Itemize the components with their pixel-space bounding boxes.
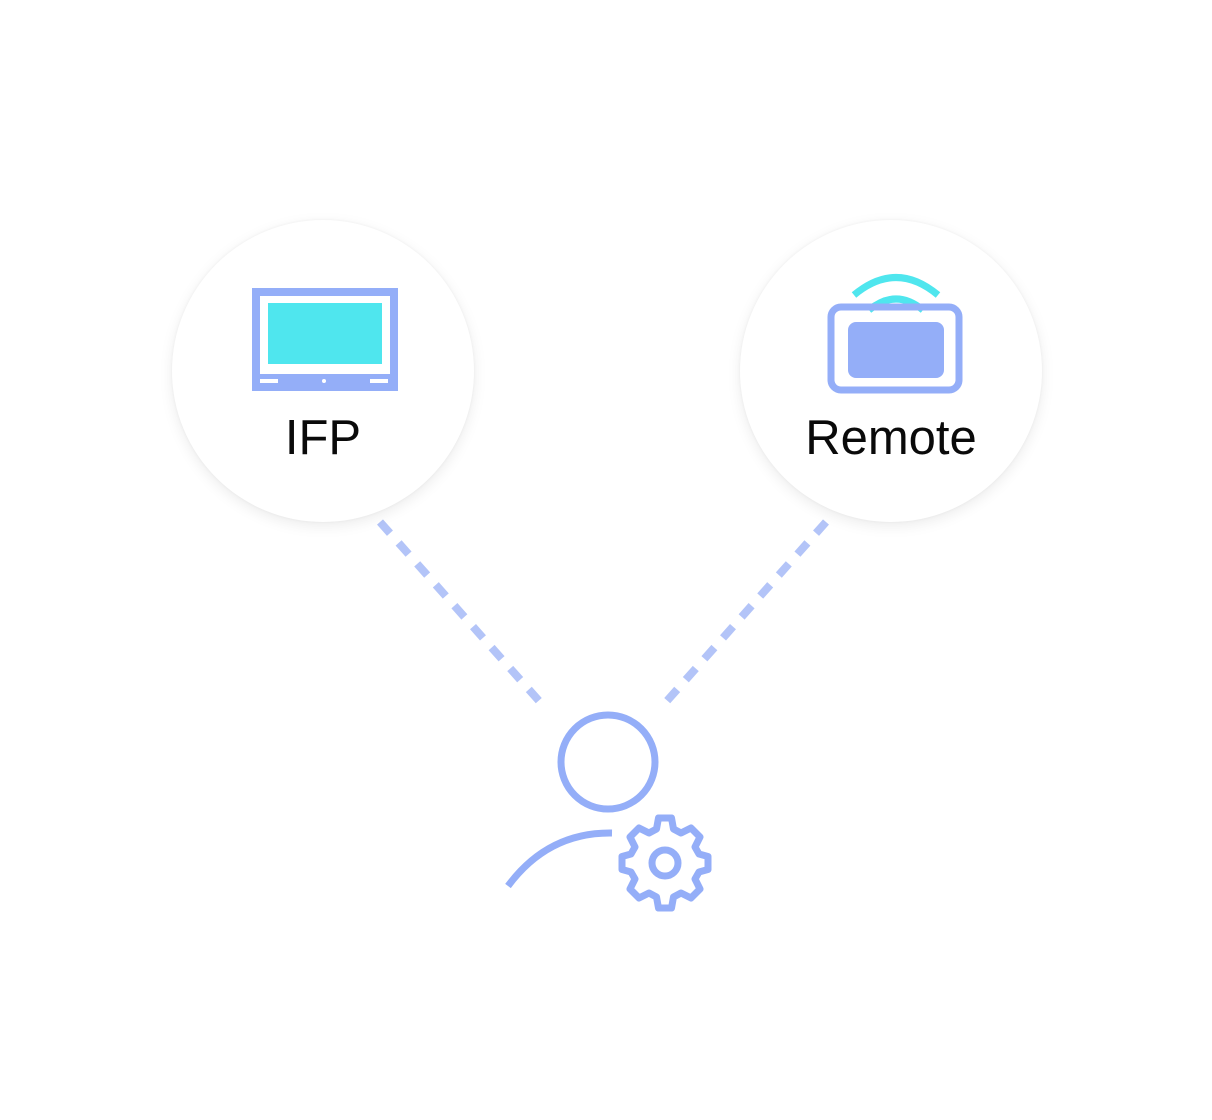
panel-dot [322, 379, 326, 383]
node-label-remote: Remote [805, 411, 977, 465]
remote-screen [848, 322, 944, 378]
connector-line-ifp [377, 519, 543, 705]
signal-arc-outer [851, 274, 941, 298]
user-head [557, 711, 659, 813]
node-remote[interactable]: Remote [740, 220, 1042, 522]
node-ifp[interactable]: IFP [172, 220, 474, 522]
panel-screen [268, 303, 382, 364]
gear-icon [618, 814, 712, 912]
interactive-flat-panel-icon [252, 288, 398, 391]
panel-bar-right [370, 379, 388, 383]
user-settings-icon [505, 711, 712, 912]
remote-body [827, 303, 963, 394]
user-shoulder [505, 829, 613, 889]
panel-bar-left [260, 379, 278, 383]
node-label-ifp: IFP [284, 411, 362, 465]
connector-line-remote [663, 519, 829, 705]
wireless-remote-icon [827, 274, 963, 394]
